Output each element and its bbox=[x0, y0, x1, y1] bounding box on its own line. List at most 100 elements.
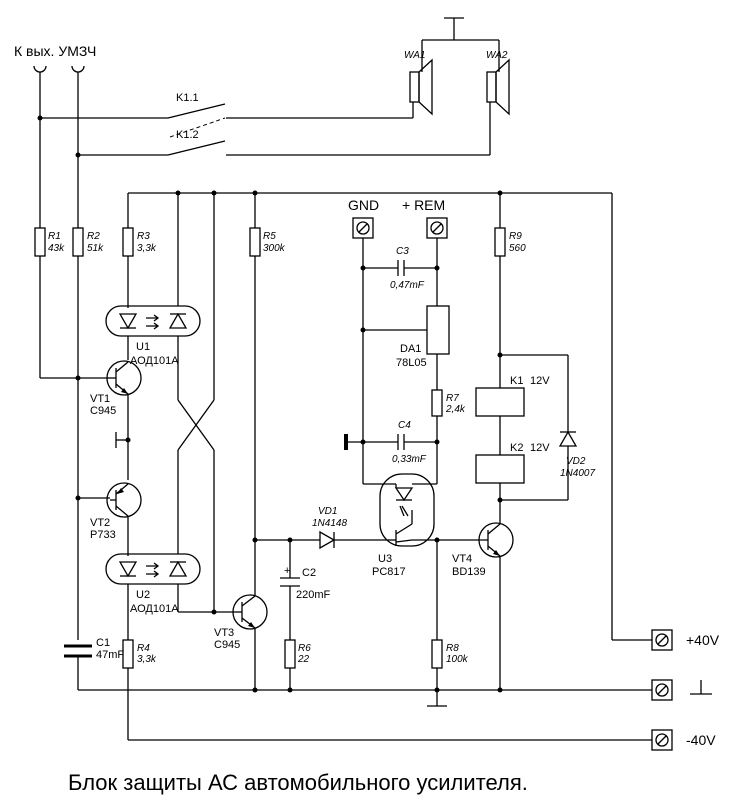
contact-k12-label: K1.2 bbox=[176, 129, 199, 141]
svg-text:R4: R4 bbox=[137, 643, 150, 654]
speaker-wa2-icon bbox=[486, 71, 497, 103]
terminal-ground bbox=[651, 679, 712, 701]
svg-text:R8: R8 bbox=[446, 643, 459, 654]
speaker-wa2-label: WA2 bbox=[486, 50, 508, 61]
resistor-r7: R7 2,4k bbox=[431, 389, 466, 417]
svg-text:+40V: +40V bbox=[686, 632, 720, 648]
svg-text:0,33mF: 0,33mF bbox=[392, 454, 427, 465]
svg-text:VT2: VT2 bbox=[90, 517, 110, 529]
svg-text:1N4007: 1N4007 bbox=[560, 468, 595, 479]
resistor-r2: R2 51k bbox=[72, 227, 104, 257]
optocoupler-u2: U2 АОД101А bbox=[105, 553, 201, 615]
input-socket-left bbox=[33, 65, 47, 73]
regulator-da1: DA1 78L05 bbox=[360, 305, 450, 369]
svg-text:DA1: DA1 bbox=[400, 343, 421, 355]
input-terminals: К вых. УМЗЧ bbox=[14, 43, 96, 228]
svg-text:BD139: BD139 bbox=[452, 566, 486, 578]
svg-text:22: 22 bbox=[297, 654, 310, 665]
svg-text:VT3: VT3 bbox=[214, 627, 234, 639]
resistor-r5: R5 300k bbox=[249, 193, 286, 257]
resistor-r8: R8 100k bbox=[431, 639, 469, 669]
svg-text:K1: K1 bbox=[510, 375, 523, 387]
svg-text:R2: R2 bbox=[87, 231, 100, 242]
svg-text:0,47mF: 0,47mF bbox=[390, 280, 425, 291]
svg-text:K2: K2 bbox=[510, 442, 523, 454]
terminal-rem: + REM bbox=[402, 197, 448, 239]
svg-text:VT4: VT4 bbox=[452, 553, 472, 565]
svg-text:R5: R5 bbox=[263, 231, 276, 242]
svg-text:-40V: -40V bbox=[686, 732, 716, 748]
relay-k2: K2 12V bbox=[475, 442, 550, 484]
svg-text:12V: 12V bbox=[530, 375, 550, 387]
diagram-caption: Блок защиты АС автомобильного усилителя. bbox=[68, 770, 528, 795]
svg-text:C4: C4 bbox=[398, 420, 411, 431]
svg-text:47mF: 47mF bbox=[96, 649, 124, 661]
svg-text:+: + bbox=[284, 565, 290, 577]
capacitor-c1: C1 47mF bbox=[64, 637, 124, 661]
resistor-r4: R4 3,3k bbox=[122, 639, 157, 669]
optocoupler-u1: U1 АОД101А bbox=[105, 305, 201, 367]
svg-text:АОД101А: АОД101А bbox=[130, 603, 179, 615]
svg-text:220mF: 220mF bbox=[296, 589, 331, 601]
diode-vd1: VD1 1N4148 bbox=[312, 506, 347, 550]
svg-text:U3: U3 bbox=[378, 553, 392, 565]
svg-text:VT1: VT1 bbox=[90, 393, 110, 405]
svg-text:U2: U2 bbox=[136, 589, 150, 601]
input-label: К вых. УМЗЧ bbox=[14, 43, 96, 59]
svg-text:51k: 51k bbox=[87, 243, 104, 254]
svg-text:GND: GND bbox=[348, 197, 379, 213]
svg-text:R9: R9 bbox=[509, 231, 522, 242]
transistor-vt1: VT1 C945 bbox=[90, 360, 142, 417]
svg-text:3,3k: 3,3k bbox=[137, 243, 157, 254]
transistor-vt4: VT4 BD139 bbox=[452, 522, 514, 578]
svg-text:R1: R1 bbox=[48, 231, 61, 242]
svg-text:1N4148: 1N4148 bbox=[312, 518, 347, 529]
svg-text:3,3k: 3,3k bbox=[137, 654, 157, 665]
svg-text:2,4k: 2,4k bbox=[445, 404, 466, 415]
svg-text:P733: P733 bbox=[90, 529, 116, 541]
capacitor-c2: + C2 220mF bbox=[280, 540, 331, 601]
svg-text:R3: R3 bbox=[137, 231, 150, 242]
optocoupler-u3: U3 PC817 bbox=[363, 473, 437, 578]
relay-k1: K1 12V bbox=[475, 375, 550, 417]
svg-text:PC817: PC817 bbox=[372, 566, 406, 578]
transistor-vt2: VT2 P733 bbox=[90, 482, 142, 541]
speaker-wa1-icon bbox=[409, 71, 420, 103]
svg-text:+ REM: + REM bbox=[402, 197, 445, 213]
svg-text:C3: C3 bbox=[396, 246, 409, 257]
svg-text:43k: 43k bbox=[48, 243, 65, 254]
capacitor-c4: C4 0,33mF bbox=[344, 420, 440, 465]
terminal-pos: +40V bbox=[651, 629, 720, 651]
resistor-r6: R6 22 bbox=[284, 639, 311, 669]
transistor-vt3: VT3 C945 bbox=[214, 594, 268, 651]
svg-text:C2: C2 bbox=[302, 567, 316, 579]
svg-text:U1: U1 bbox=[136, 341, 150, 353]
svg-text:12V: 12V bbox=[530, 442, 550, 454]
diode-vd2: VD2 1N4007 bbox=[558, 355, 595, 500]
resistor-r9: R9 560 bbox=[494, 193, 526, 257]
svg-text:100k: 100k bbox=[446, 654, 469, 665]
terminal-neg: -40V bbox=[651, 729, 716, 751]
svg-text:C945: C945 bbox=[90, 405, 116, 417]
capacitor-c3: C3 0,47mF bbox=[363, 246, 437, 291]
svg-text:R7: R7 bbox=[446, 393, 459, 404]
speaker-wa1-label: WA1 bbox=[404, 50, 426, 61]
svg-text:78L05: 78L05 bbox=[396, 357, 427, 369]
contact-k11-label: K1.1 bbox=[176, 92, 199, 104]
resistor-r3: R3 3,3k bbox=[122, 193, 157, 257]
input-socket-right bbox=[71, 65, 85, 73]
svg-text:C1: C1 bbox=[96, 637, 110, 649]
terminal-gnd: GND bbox=[348, 197, 379, 239]
relay-contacts: K1.1 K1.2 bbox=[37, 92, 491, 158]
svg-text:АОД101А: АОД101А bbox=[130, 355, 179, 367]
svg-text:VD2: VD2 bbox=[566, 456, 586, 467]
speakers: WA1 WA2 bbox=[404, 17, 510, 116]
svg-text:300k: 300k bbox=[263, 243, 286, 254]
svg-text:560: 560 bbox=[509, 243, 526, 254]
resistor-r1: R1 43k bbox=[34, 227, 65, 257]
svg-text:R6: R6 bbox=[298, 643, 311, 654]
svg-text:VD1: VD1 bbox=[318, 506, 337, 517]
svg-text:C945: C945 bbox=[214, 639, 240, 651]
